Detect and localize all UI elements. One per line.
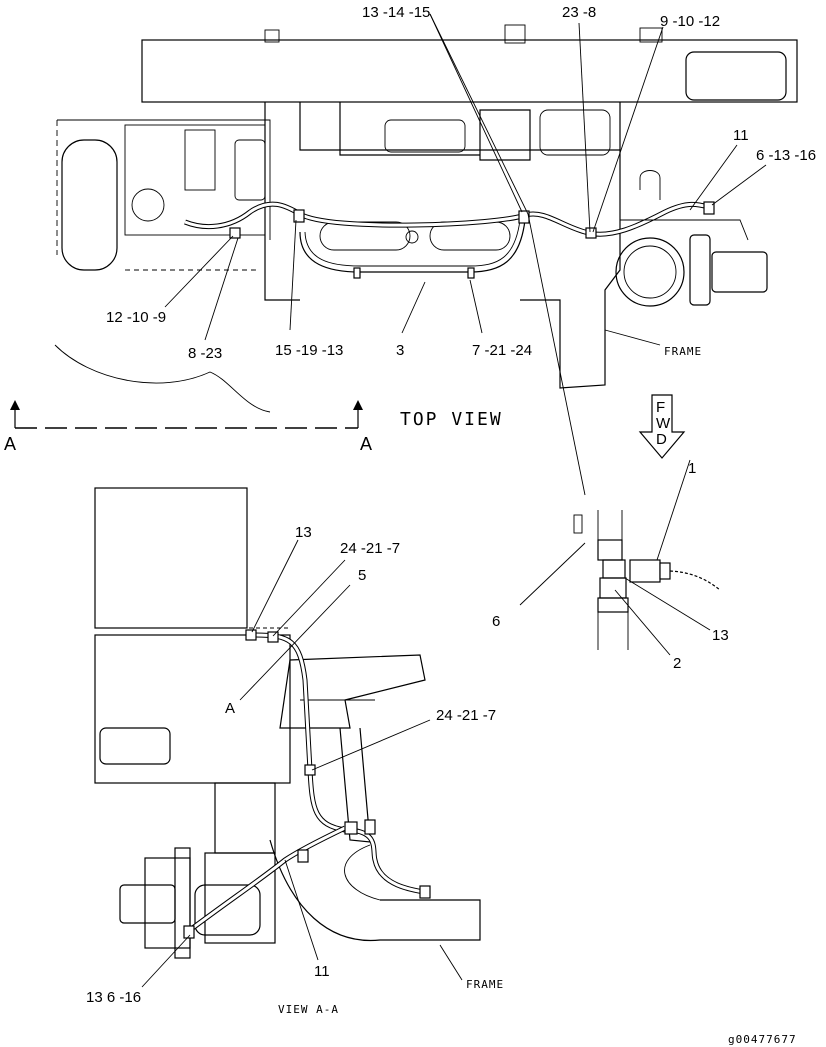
callout-11-top: 11: [733, 127, 749, 144]
figure-id: g00477677: [728, 1033, 797, 1046]
callout-24-21-7-mid: 24 -21 -7: [436, 707, 496, 724]
detail-drawing: [519, 459, 721, 656]
forward-arrow: [638, 394, 686, 459]
callout-12-10-9: 12 -10 -9: [106, 309, 166, 326]
callout-13-detail: 13: [712, 627, 729, 644]
callout-5: 5: [358, 567, 366, 584]
top-view-title: TOP VIEW: [400, 409, 503, 430]
callout-3: 3: [396, 342, 404, 359]
fwd-letter-d: D: [656, 431, 667, 448]
callout-1: 1: [688, 460, 696, 477]
callout-13-14-15: 13 -14 -15: [362, 4, 430, 21]
callout-24-21-7-top: 24 -21 -7: [340, 540, 400, 557]
callout-15-19-13: 15 -19 -13: [275, 342, 343, 359]
callout-13-6-16: 13 6 -16: [86, 989, 141, 1006]
section-line-a-a: [10, 400, 363, 429]
engine-top-cover: [141, 39, 798, 103]
callout-11-view-aa: 11: [314, 963, 330, 980]
view-aa-leaders: [141, 539, 463, 988]
callout-23-8: 23 -8: [562, 4, 596, 21]
frame-label-view-aa: FRAME: [466, 978, 504, 991]
fwd-letter-f: F: [656, 399, 665, 416]
frame-label-top: FRAME: [664, 345, 702, 358]
callout-9-10-12: 9 -10 -12: [660, 13, 720, 30]
callout-2: 2: [673, 655, 681, 672]
view-aa-title: VIEW A-A: [278, 1003, 339, 1016]
fwd-letter-w: W: [656, 415, 671, 432]
top-view-leaders: [164, 13, 767, 496]
callout-a-view-aa: A: [225, 700, 235, 717]
callout-8-23: 8 -23: [188, 345, 222, 362]
callout-7-21-24: 7 -21 -24: [472, 342, 532, 359]
top-view-drawing: [54, 24, 798, 413]
callout-13-view-aa: 13: [295, 524, 312, 541]
upper-housing: [94, 487, 248, 629]
view-aa-drawing: [94, 487, 481, 959]
callout-6-detail: 6: [492, 613, 500, 630]
callout-6-13-16: 6 -13 -16: [756, 147, 816, 164]
section-mark-a-right: A: [360, 434, 372, 454]
section-mark-a-left: A: [4, 434, 16, 454]
